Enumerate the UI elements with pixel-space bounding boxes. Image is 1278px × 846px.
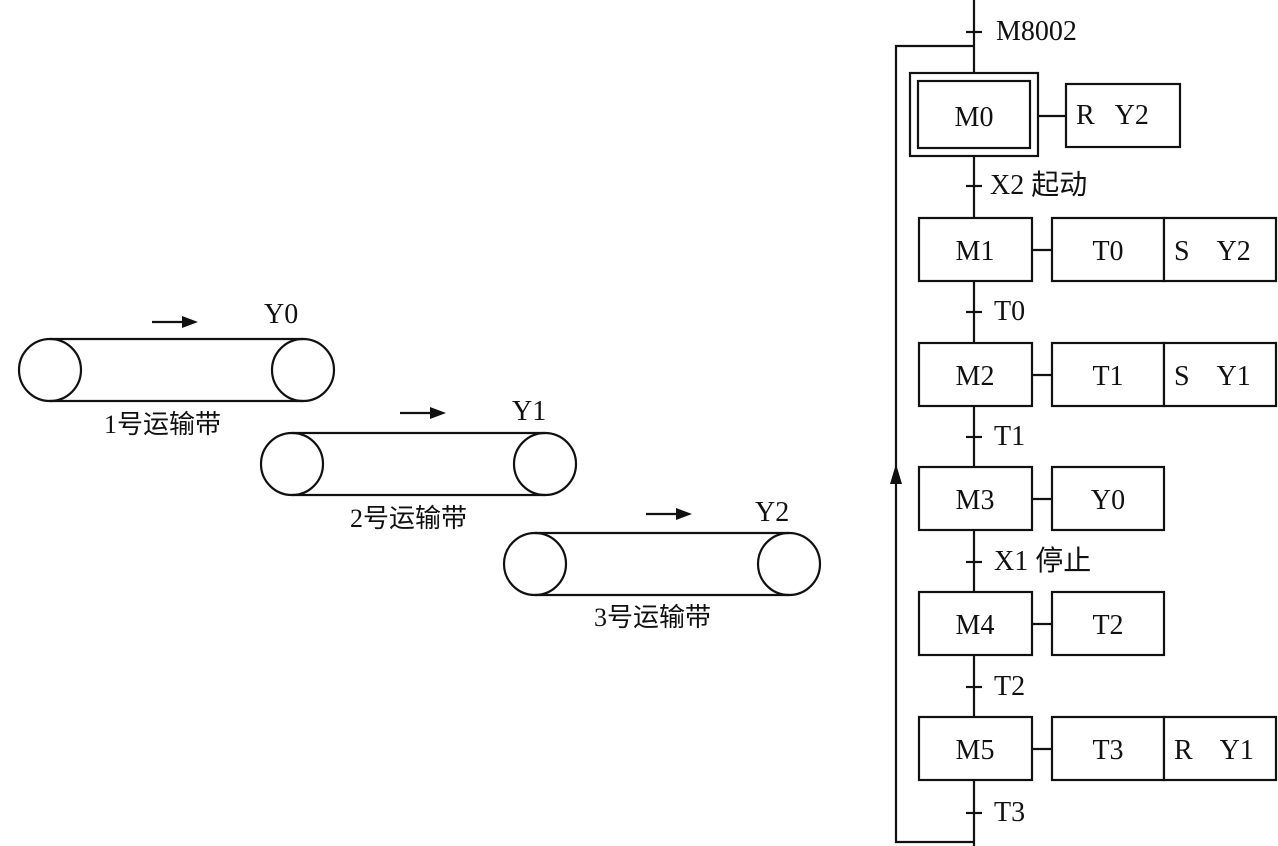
conveyor-2-caption: 2号运输带 (350, 504, 467, 533)
step-m2-box (917, 341, 1034, 408)
action-box-m5-timer (1050, 715, 1166, 782)
action-box-m0 (1064, 82, 1182, 149)
action-m2-set-text: S Y1 (1174, 361, 1251, 392)
loop-up-arrow-icon (890, 464, 902, 484)
conveyor-1-arrowhead-icon (182, 316, 198, 328)
action-m5-reset-text: R Y1 (1174, 735, 1254, 766)
conveyor-3 (502, 508, 822, 597)
conveyor-1-caption: 1号运输带 (104, 410, 221, 439)
action-box-m3 (1050, 465, 1166, 532)
conveyor-3-arrowhead-icon (676, 508, 692, 520)
conveyor-2-right-pulley (512, 431, 578, 497)
step-m3-label: M3 (956, 485, 995, 516)
conveyor-3-left-pulley (502, 531, 568, 597)
action-box-m2-set (1162, 341, 1278, 408)
transition-4-label: X1 停止 (994, 545, 1091, 577)
step-m1-label: M1 (956, 236, 995, 267)
transition-6-label: T3 (994, 797, 1025, 828)
step-m4-label: M4 (956, 610, 995, 641)
action-m1-set-text: S Y2 (1174, 236, 1251, 267)
conveyor-1-left-pulley (17, 337, 83, 403)
action-m2-timer-text: T1 (1092, 361, 1123, 392)
action-box-m1-set (1162, 216, 1278, 283)
conveyor-3-output: Y2 (755, 497, 789, 528)
step-m1-box (917, 216, 1034, 283)
action-box-m4 (1050, 590, 1166, 657)
action-box-m5-reset (1162, 715, 1278, 782)
conveyor-1 (17, 316, 336, 403)
transition-2-label: T0 (994, 296, 1025, 327)
step-m0-box (916, 79, 1032, 150)
action-m5-timer-text: T3 (1092, 735, 1123, 766)
conveyor-2-output: Y1 (512, 396, 546, 427)
step-m5-box (917, 715, 1034, 782)
step-m5-label: M5 (956, 735, 995, 766)
step-m3-box (917, 465, 1034, 532)
step-m4-box (917, 590, 1034, 657)
conveyor-3-caption: 3号运输带 (594, 603, 711, 632)
transition-1-label: X2 起动 (990, 170, 1087, 201)
action-box-m1-timer (1050, 216, 1166, 283)
conveyor-3-right-pulley (756, 531, 822, 597)
transition-3-label: T1 (994, 421, 1025, 452)
conveyor-1-right-pulley (270, 337, 336, 403)
action-m3-text: Y0 (1091, 485, 1125, 516)
action-box-m2-timer (1050, 341, 1166, 408)
action-m1-timer-text: T0 (1092, 236, 1123, 267)
transition-5-label: T2 (994, 671, 1025, 702)
action-m4-text: T2 (1092, 610, 1123, 641)
transition-initial-label: M8002 (996, 16, 1077, 47)
step-m0-label: M0 (955, 102, 994, 133)
conveyor-2 (259, 407, 578, 497)
conveyor-1-output: Y0 (264, 299, 298, 330)
action-m0-text: R Y2 (1076, 100, 1149, 131)
sfc-loop-return-line (894, 44, 974, 844)
conveyor-2-left-pulley (259, 431, 325, 497)
conveyor-2-arrowhead-icon (430, 407, 446, 419)
step-m2-label: M2 (956, 361, 995, 392)
